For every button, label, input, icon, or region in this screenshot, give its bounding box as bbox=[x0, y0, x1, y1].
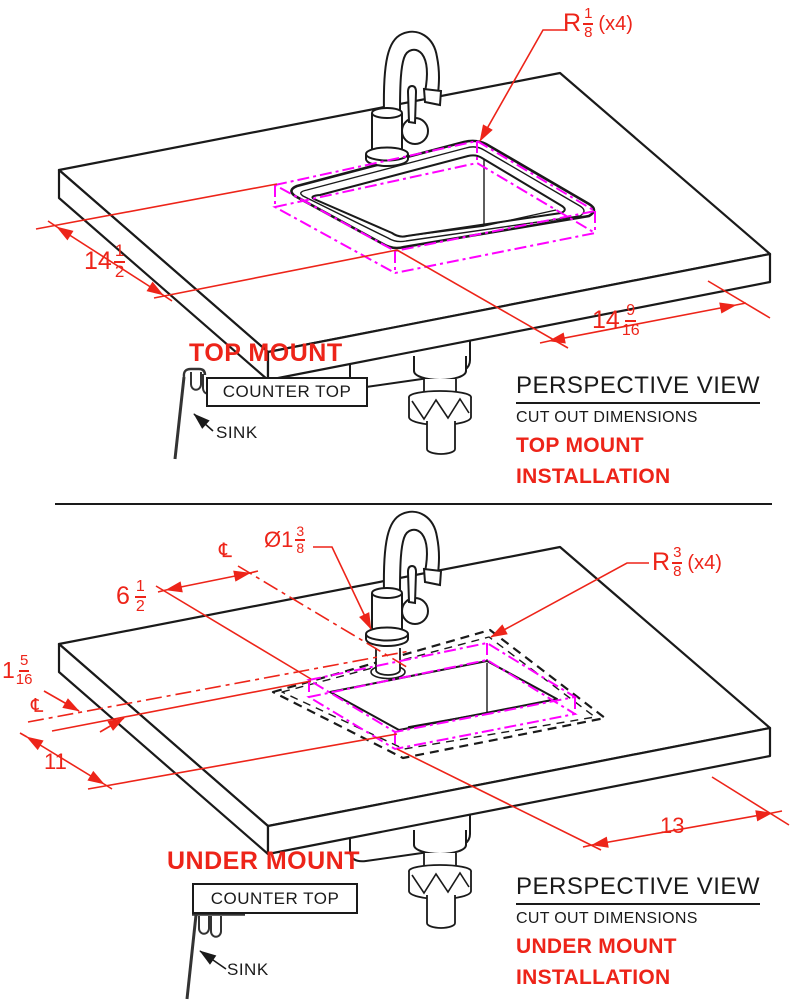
radius-leader bbox=[490, 562, 649, 638]
cutout-opening-under-mount bbox=[329, 660, 558, 731]
under-mount-detail-sketch bbox=[185, 912, 245, 1000]
cutout-width-dimension-line bbox=[591, 810, 773, 848]
mount-type-line1-under: UNDER MOUNT bbox=[516, 935, 677, 958]
cutout-width-dimension-label: 13 bbox=[660, 813, 685, 838]
sink-leader bbox=[193, 413, 214, 432]
extension-line bbox=[153, 249, 398, 299]
centerline-symbol-2: ℄ bbox=[31, 696, 44, 717]
mount-type-line1: TOP MOUNT bbox=[516, 434, 644, 457]
edge-offset-arrow bbox=[43, 690, 80, 712]
cutout-depth-dimension-label: 11 bbox=[44, 749, 67, 774]
sink-rim-under-mount-hidden bbox=[271, 628, 607, 760]
top-mount-heading: TOP MOUNT bbox=[189, 339, 343, 367]
dimensions-under-mount bbox=[19, 546, 790, 851]
cutout-dimensions-subtitle: CUT OUT DIMENSIONS bbox=[516, 409, 698, 426]
radius-leader bbox=[479, 29, 567, 142]
centerline-symbol-1: ℄ bbox=[219, 540, 232, 562]
sink-label-top: SINK bbox=[216, 423, 258, 442]
sink-label-under: SINK bbox=[227, 960, 269, 979]
extension-line bbox=[711, 776, 790, 826]
edge-offset-arrow bbox=[99, 717, 125, 733]
extension-line bbox=[396, 748, 602, 851]
cutout-dimensions-subtitle-under: CUT OUT DIMENSIONS bbox=[516, 910, 698, 927]
hole-diameter-leader bbox=[313, 546, 372, 630]
dimensions-top-mount bbox=[35, 29, 771, 349]
extension-line bbox=[155, 585, 312, 680]
top-mount-scene bbox=[35, 29, 772, 460]
cutout-outline-top-mount bbox=[272, 139, 598, 275]
faucet-centerline bbox=[237, 565, 411, 670]
mount-type-line2: INSTALLATION bbox=[516, 465, 671, 488]
top-mount-detail-sketch bbox=[173, 367, 214, 460]
basin-interior-lines bbox=[407, 663, 550, 728]
cutout-outline-under-mount bbox=[306, 641, 578, 751]
faucet-centerline bbox=[27, 650, 411, 723]
extension-line bbox=[396, 249, 569, 349]
extension-line bbox=[51, 680, 312, 732]
depth-dimension-line bbox=[548, 302, 737, 344]
counter-top-box-label: COUNTER TOP bbox=[206, 377, 368, 407]
basin-interior-lines bbox=[405, 160, 557, 237]
cutout-depth-dimension-line bbox=[26, 736, 105, 785]
caption-block-under: PERSPECTIVE VIEW CUT OUT DIMENSIONS UNDE… bbox=[516, 873, 761, 990]
counter-top-box-label-under: COUNTER TOP bbox=[192, 883, 358, 914]
sink-leader bbox=[199, 950, 227, 970]
under-mount-heading: UNDER MOUNT bbox=[167, 847, 360, 875]
perspective-view-title-under: PERSPECTIVE VIEW bbox=[516, 873, 761, 905]
sink-rim-top-mount bbox=[290, 139, 596, 250]
under-mount-scene bbox=[19, 510, 790, 1000]
caption-block-top: PERSPECTIVE VIEW CUT OUT DIMENSIONS TOP … bbox=[516, 372, 761, 489]
center-offset-dimension-line bbox=[165, 570, 251, 593]
extension-line bbox=[707, 280, 771, 319]
extension-line bbox=[35, 183, 278, 230]
extension-line bbox=[87, 733, 398, 790]
mount-type-line2-under: INSTALLATION bbox=[516, 966, 671, 989]
width-dimension-line bbox=[56, 226, 164, 296]
perspective-view-title: PERSPECTIVE VIEW bbox=[516, 372, 761, 404]
